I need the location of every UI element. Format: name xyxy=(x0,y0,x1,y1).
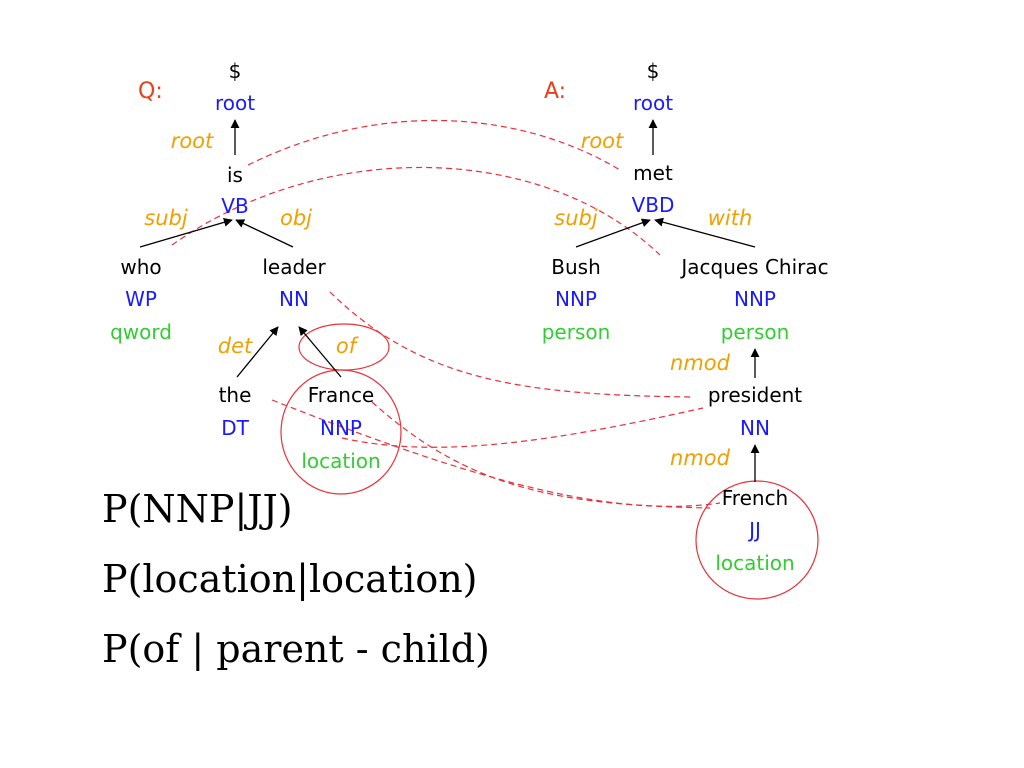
a-bush-sem: person xyxy=(542,320,611,344)
q-who-word: who xyxy=(120,255,161,279)
q-subj-relation: subj xyxy=(144,206,188,230)
a-subj-arrow xyxy=(575,218,651,248)
q-leader-word: leader xyxy=(262,255,326,279)
a-president-word: president xyxy=(708,383,802,407)
q-france-sem: location xyxy=(301,449,380,473)
question-tree: Q: $ root root is VB subj obj who WP qwo… xyxy=(110,59,381,473)
a-chirac-sem: person xyxy=(721,320,790,344)
a-with-arrow xyxy=(654,217,756,248)
q-verb-pos: VB xyxy=(221,194,248,218)
q-verb-word: is xyxy=(227,163,243,187)
dependency-arrows xyxy=(139,119,760,482)
a-french-sem: location xyxy=(715,551,794,575)
a-nmod2-relation: nmod xyxy=(670,446,731,470)
link-leader-president xyxy=(329,291,694,398)
a-header: A: xyxy=(544,79,566,104)
a-chirac-pos: NNP xyxy=(734,287,776,311)
q-obj-relation: obj xyxy=(280,206,312,230)
link-france-french xyxy=(371,401,711,509)
link-france-president xyxy=(341,407,704,448)
q-leader-pos: NN xyxy=(279,287,309,311)
q-of-relation: of xyxy=(336,334,360,358)
formulas: P(NNP|JJ) P(location|location) P(of | pa… xyxy=(102,487,490,671)
a-root-label: root xyxy=(633,91,673,115)
q-det-arrow xyxy=(236,326,279,378)
answer-tree: A: $ root root met VBD subj with Bush NN… xyxy=(542,59,829,575)
a-verb-word: met xyxy=(633,161,673,185)
a-root-symbol: $ xyxy=(647,59,660,83)
highlight-circles xyxy=(280,323,819,600)
q-det-relation: det xyxy=(218,334,253,358)
a-root-relation: root xyxy=(581,129,624,153)
link-who-chirac xyxy=(171,166,661,256)
france-circle xyxy=(280,369,402,495)
q-france-word: France xyxy=(308,383,375,407)
a-president-pos: NN xyxy=(740,416,770,440)
a-chirac-word: Jacques Chirac xyxy=(679,255,828,279)
a-bush-pos: NNP xyxy=(555,287,597,311)
q-the-pos: DT xyxy=(221,416,249,440)
link-is-met xyxy=(247,119,621,171)
french-circle xyxy=(695,480,819,600)
a-french-pos: JJ xyxy=(747,518,761,542)
q-the-word: the xyxy=(219,383,252,407)
q-obj-arrow xyxy=(235,219,294,248)
a-subj-relation: subj xyxy=(554,206,598,230)
q-france-pos: NNP xyxy=(320,416,362,440)
alignment-links xyxy=(171,119,721,509)
a-nmod1-relation: nmod xyxy=(670,351,731,375)
q-of-arrow xyxy=(298,326,342,378)
q-who-sem: qword xyxy=(110,320,172,344)
a-french-word: French xyxy=(722,486,788,510)
q-who-pos: WP xyxy=(125,287,157,311)
a-bush-word: Bush xyxy=(551,255,601,279)
formula-rel: P(of | parent - child) xyxy=(102,627,490,671)
formula-sem: P(location|location) xyxy=(102,557,478,601)
q-header: Q: xyxy=(138,79,163,104)
a-verb-pos: VBD xyxy=(632,193,675,217)
q-root-label: root xyxy=(215,91,255,115)
formula-pos: P(NNP|JJ) xyxy=(102,487,293,531)
a-with-relation: with xyxy=(708,206,753,230)
q-root-symbol: $ xyxy=(229,59,242,83)
q-root-relation: root xyxy=(171,129,214,153)
q-subj-arrow xyxy=(139,217,233,248)
